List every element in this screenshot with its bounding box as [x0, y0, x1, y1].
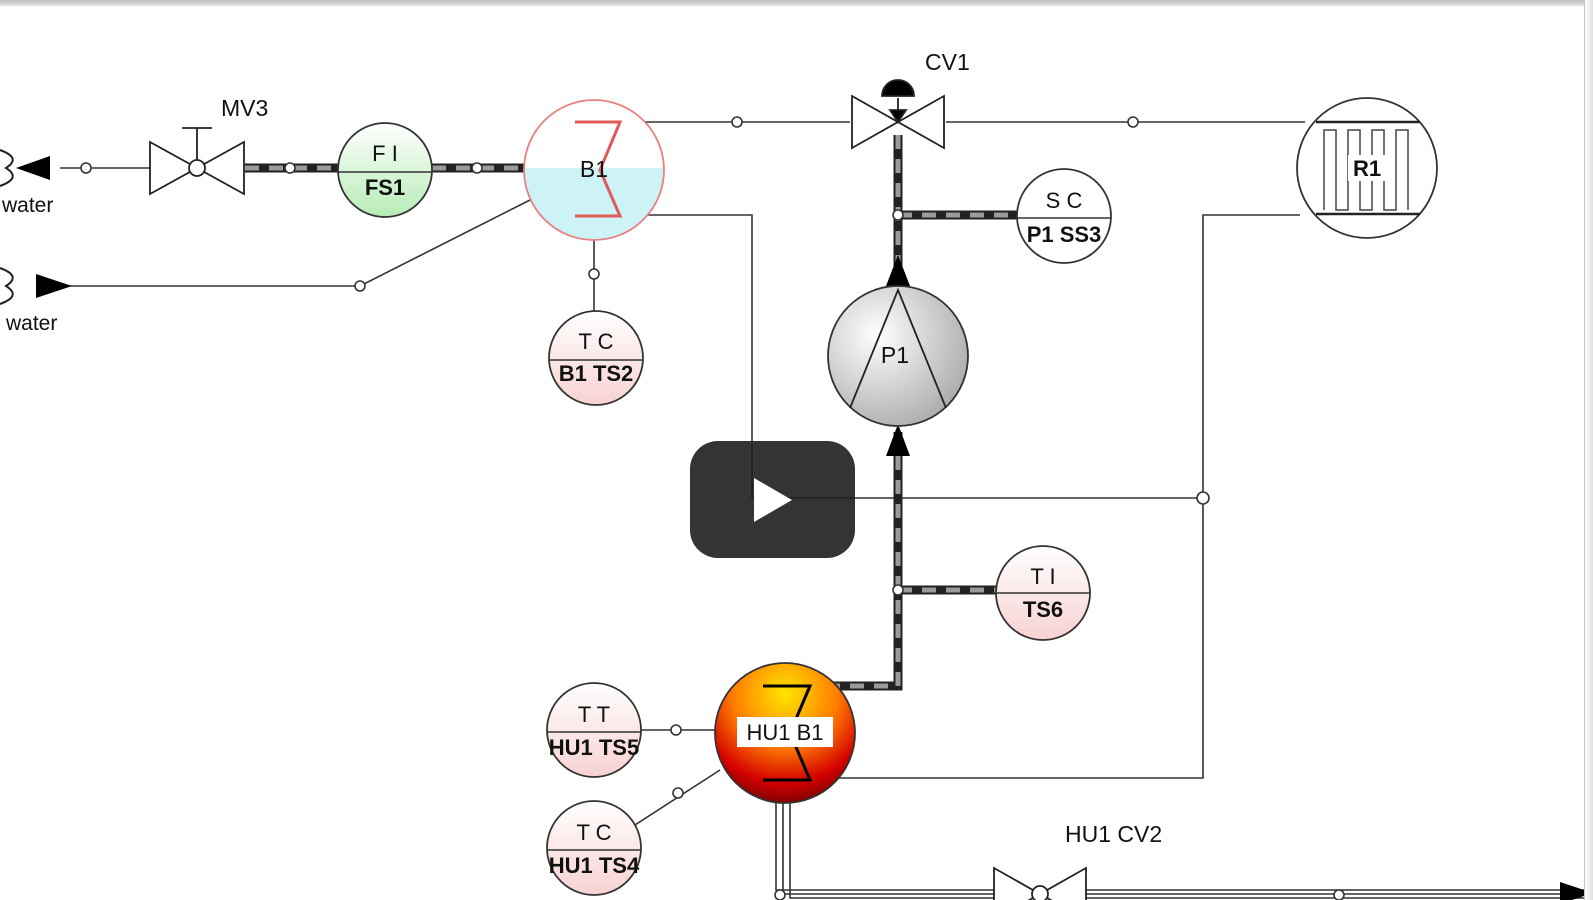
valve-cv1[interactable]	[851, 79, 945, 150]
water-out-label: water	[1, 194, 53, 217]
water-in-label: water	[5, 312, 57, 335]
flow-arrow-up-p1-out	[886, 255, 910, 286]
valve-mv3[interactable]	[149, 127, 245, 196]
pump-p1[interactable]: P1	[827, 285, 969, 427]
window-top-edge	[0, 0, 1593, 6]
b1-label: B1	[580, 156, 608, 182]
radiator-r1[interactable]: R1	[1296, 97, 1438, 239]
flow-arrow-up-p1-in	[886, 424, 910, 456]
process-lines	[48, 121, 1305, 826]
ts2-tag: B1 TS2	[559, 361, 634, 386]
mv3-label: MV3	[221, 95, 268, 121]
instrument-p1-ss3[interactable]: S C P1 SS3	[1016, 168, 1112, 264]
flow-arrow-water-in	[36, 274, 72, 298]
ss3-tag: P1 SS3	[1027, 222, 1102, 247]
instrument-hu1-ts4[interactable]: T C HU1 TS4	[546, 800, 642, 896]
cv1-label: CV1	[925, 49, 970, 75]
play-icon	[754, 478, 792, 522]
junction-dots	[80, 116, 1345, 900]
hu1-b1-label: HU1 B1	[746, 720, 823, 745]
water-in-connector-icon	[0, 267, 14, 305]
p1-label: P1	[881, 342, 909, 368]
bottom-pipe	[775, 798, 1593, 899]
ts6-tag: TS6	[1023, 597, 1063, 622]
radiator-coil-icon	[1323, 129, 1409, 211]
valve-hu1-cv2[interactable]	[993, 866, 1087, 900]
water-connectors	[0, 149, 14, 305]
ts5-function: T T	[578, 702, 610, 727]
instrument-ts6[interactable]: T I TS6	[995, 545, 1091, 641]
instrument-fs1[interactable]: F I FS1	[337, 122, 433, 218]
hu1-cv2-label: HU1 CV2	[1065, 821, 1162, 847]
instrument-hu1-ts5[interactable]: T T HU1 TS5	[546, 682, 642, 778]
window-right-edge	[1584, 0, 1593, 900]
heater-hu1-b1[interactable]: HU1 B1	[714, 662, 856, 804]
instrument-b1-ts2[interactable]: T C B1 TS2	[548, 310, 644, 406]
ss3-function: S C	[1046, 188, 1083, 213]
flow-arrows	[16, 156, 1593, 900]
tank-b1-coil-icon	[575, 120, 623, 218]
fs1-function: F I	[372, 141, 398, 166]
ts5-tag: HU1 TS5	[549, 735, 639, 760]
flow-arrow-water-out	[16, 156, 50, 180]
video-play-button[interactable]	[690, 441, 855, 558]
r1-label: R1	[1353, 156, 1381, 181]
water-out-connector-icon	[0, 149, 14, 187]
fs1-tag: FS1	[365, 175, 405, 200]
ts2-function: T C	[578, 329, 613, 354]
tank-b1[interactable]: B1	[523, 99, 665, 248]
ts4-function: T C	[576, 820, 611, 845]
ts4-tag: HU1 TS4	[549, 853, 640, 878]
ts6-function: T I	[1030, 564, 1055, 589]
